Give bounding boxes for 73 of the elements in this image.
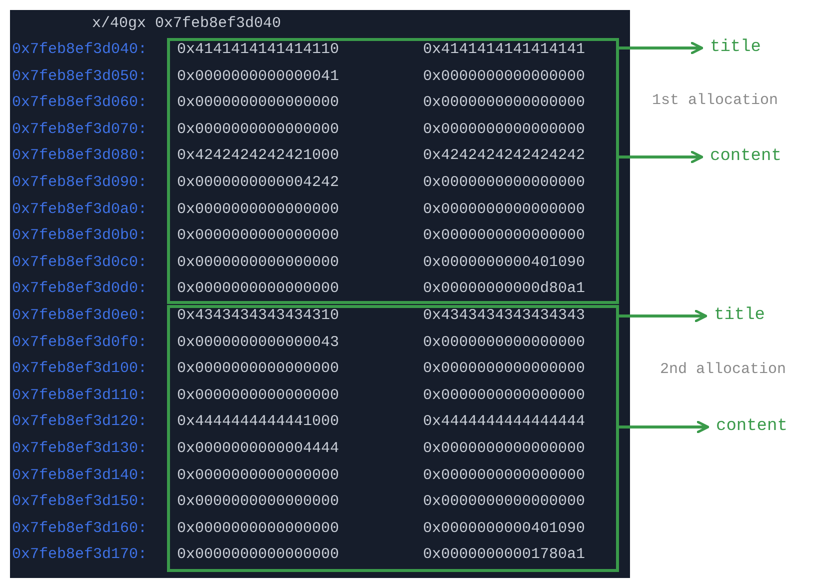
arrow xyxy=(619,42,704,54)
annotation-label: content xyxy=(710,147,782,167)
memory-address: 0x7feb8ef3d050: xyxy=(12,68,148,86)
memory-value: 0x0000000000000000 xyxy=(423,200,586,219)
memory-address: 0x7feb8ef3d0d0: xyxy=(12,280,148,298)
memory-address: 0x7feb8ef3d060: xyxy=(12,94,148,112)
memory-value: 0x0000000000000000 xyxy=(177,227,340,246)
memory-value: 0x0000000000000000 xyxy=(423,120,586,139)
memory-value: 0x0000000000000000 xyxy=(423,174,586,192)
annotation-label: title xyxy=(714,306,766,326)
memory-address: 0x7feb8ef3d160: xyxy=(12,520,148,538)
memory-value: 0x0000000000000000 xyxy=(177,254,340,272)
memory-value: 0x0000000000000041 xyxy=(177,68,340,86)
annotation-label: title xyxy=(710,38,762,58)
memory-address: 0x7feb8ef3d120: xyxy=(12,413,148,432)
memory-address: 0x7feb8ef3d070: xyxy=(12,120,148,139)
memory-value: 0x0000000000000000 xyxy=(423,334,586,352)
memory-value: 0x00000000001780a1 xyxy=(423,546,586,564)
arrow xyxy=(619,150,704,164)
memory-value: 0x00000000000d80a1 xyxy=(423,280,586,298)
memory-value: 0x0000000000000000 xyxy=(423,493,586,512)
memory-value: 0x0000000000000000 xyxy=(423,68,586,86)
memory-value: 0x4242424242424242 xyxy=(423,147,586,166)
highlight-frame xyxy=(167,305,619,572)
memory-address: 0x7feb8ef3d100: xyxy=(12,360,148,378)
memory-address: 0x7feb8ef3d040: xyxy=(12,41,148,59)
memory-value: 0x0000000000000000 xyxy=(423,386,586,405)
memory-value: 0x0000000000000000 xyxy=(423,360,586,378)
memory-address: 0x7feb8ef3d150: xyxy=(12,493,148,512)
memory-value: 0x0000000000004242 xyxy=(177,174,340,192)
annotation-label: content xyxy=(716,417,788,437)
memory-value: 0x0000000000000000 xyxy=(177,546,340,564)
memory-value: 0x0000000000000000 xyxy=(177,280,340,298)
memory-address: 0x7feb8ef3d0c0: xyxy=(12,254,148,272)
arrow xyxy=(619,420,710,434)
memory-address: 0x7feb8ef3d110: xyxy=(12,386,148,405)
memory-value: 0x0000000000000000 xyxy=(177,94,340,112)
memory-address: 0x7feb8ef3d0a0: xyxy=(12,200,148,219)
memory-address: 0x7feb8ef3d170: xyxy=(12,546,148,564)
memory-value: 0x0000000000401090 xyxy=(423,520,586,538)
memory-value: 0x4141414141414141 xyxy=(423,41,586,59)
arrow xyxy=(619,310,708,322)
note-text: 2nd allocation xyxy=(660,361,786,379)
memory-value: 0x0000000000000000 xyxy=(177,360,340,378)
memory-value: 0x4141414141414110 xyxy=(177,41,340,59)
memory-value: 0x4343434343434343 xyxy=(423,307,586,325)
memory-address: 0x7feb8ef3d090: xyxy=(12,174,148,192)
memory-value: 0x4343434343434310 xyxy=(177,307,340,325)
memory-value: 0x0000000000004444 xyxy=(177,440,340,458)
note-text: 1st allocation xyxy=(652,92,778,110)
memory-value: 0x0000000000000000 xyxy=(177,493,340,512)
memory-value: 0x0000000000000000 xyxy=(423,227,586,246)
memory-address: 0x7feb8ef3d0f0: xyxy=(12,334,148,352)
memory-address: 0x7feb8ef3d0b0: xyxy=(12,227,148,246)
highlight-frame xyxy=(167,38,619,304)
memory-value: 0x0000000000000043 xyxy=(177,334,340,352)
memory-value: 0x0000000000000000 xyxy=(177,520,340,538)
memory-value: 0x0000000000000000 xyxy=(423,94,586,112)
memory-value: 0x0000000000000000 xyxy=(177,386,340,405)
memory-value: 0x0000000000000000 xyxy=(423,466,586,485)
memory-value: 0x0000000000000000 xyxy=(177,200,340,219)
command-line: x/40gx 0x7feb8ef3d040 xyxy=(92,15,282,33)
memory-value: 0x4444444444441000 xyxy=(177,413,340,432)
memory-address: 0x7feb8ef3d0e0: xyxy=(12,307,148,325)
memory-value: 0x0000000000401090 xyxy=(423,254,586,272)
memory-value: 0x4242424242421000 xyxy=(177,147,340,166)
memory-value: 0x0000000000000000 xyxy=(423,440,586,458)
memory-address: 0x7feb8ef3d080: xyxy=(12,147,148,166)
memory-address: 0x7feb8ef3d140: xyxy=(12,466,148,485)
memory-value: 0x0000000000000000 xyxy=(177,466,340,485)
memory-value: 0x4444444444444444 xyxy=(423,413,586,432)
memory-value: 0x0000000000000000 xyxy=(177,120,340,139)
memory-address: 0x7feb8ef3d130: xyxy=(12,440,148,458)
